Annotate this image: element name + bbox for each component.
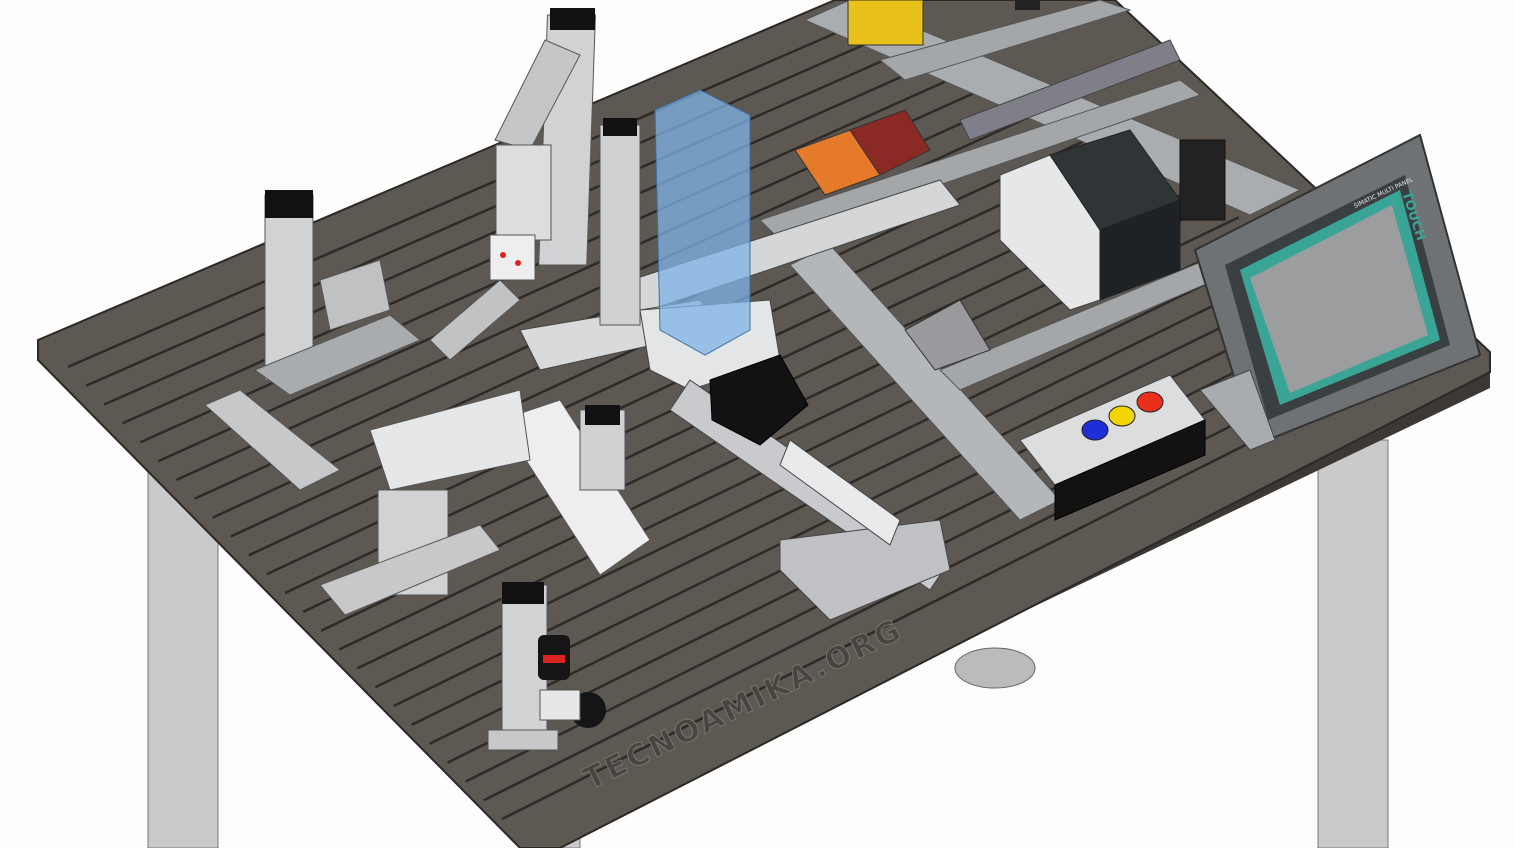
push-button-yellow <box>1108 405 1136 427</box>
push-buttons <box>1081 391 1164 441</box>
table-groove <box>429 282 1363 745</box>
aluminium-profiles <box>204 8 641 751</box>
yellow-enclosure <box>847 0 924 46</box>
pressure-regulator <box>538 635 606 728</box>
slide-chute <box>499 399 651 576</box>
hmi-panel: SIMATIC MULTI PANEL TOUCH <box>1193 133 1482 451</box>
terminal-blocks <box>794 0 1040 371</box>
push-button-blue <box>1081 419 1109 441</box>
table-groove <box>85 30 895 387</box>
push-button-red <box>1136 391 1164 413</box>
table-groove <box>67 17 871 368</box>
blue-magazine <box>654 89 751 356</box>
cable-ducts <box>759 0 1302 521</box>
plc-rack <box>999 129 1226 311</box>
